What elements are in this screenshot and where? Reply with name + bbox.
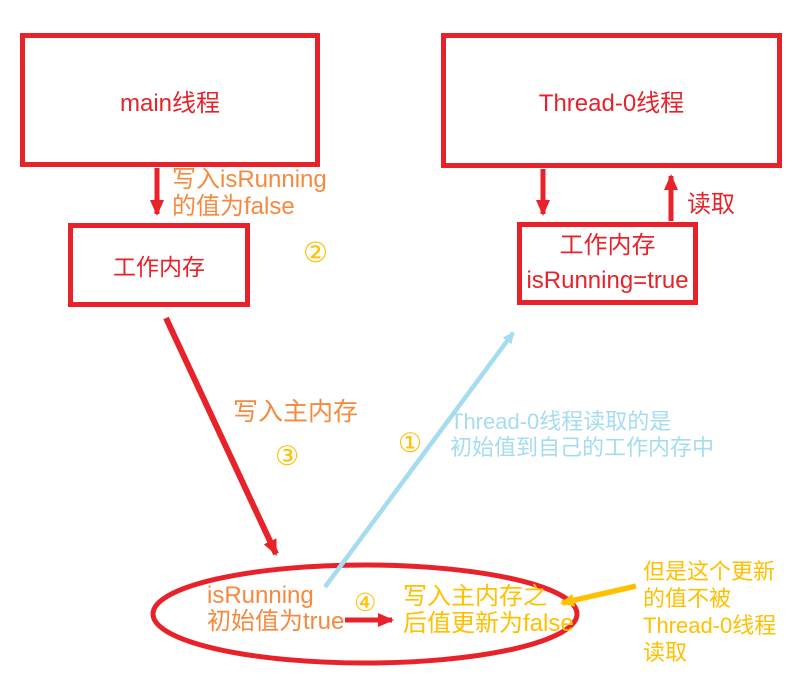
not-read-note-line2: 的值不被: [643, 586, 732, 611]
read-label: 读取: [687, 191, 735, 218]
main-working-memory-label: 工作内存: [113, 254, 205, 280]
write-main-memory-label: 写入主内存: [233, 398, 359, 426]
initial-value-line1: isRunning: [207, 582, 314, 609]
step4-badge: ④: [354, 589, 377, 617]
read-initial-note-line2: 初始值到自己的工作内存中: [450, 435, 715, 460]
initial-value-line2: 初始值为true: [207, 608, 345, 635]
write-isrunning-label: 写入isRunning 的值为false: [172, 166, 327, 220]
not-read-note-line3: Thread-0线程: [643, 613, 777, 638]
thread0-working-memory-box: 工作内存 isRunning=true: [517, 222, 698, 305]
read-initial-note-line1: Thread-0线程读取的是: [450, 409, 672, 434]
write-to-main-memory-arrow: [163, 316, 279, 556]
write-isrunning-line2: 的值为false: [172, 193, 295, 220]
write-isrunning-line1: 写入isRunning: [172, 166, 327, 193]
thread0-thread-box: Thread-0线程: [441, 33, 782, 168]
step3-badge: ③: [275, 441, 300, 471]
step1-badge: ①: [398, 428, 423, 458]
main-thread-box: main线程: [20, 33, 320, 167]
main-thread-label: main线程: [119, 89, 221, 117]
read-initial-note-label: Thread-0线程读取的是 初始值到自己的工作内存中: [450, 409, 714, 461]
not-read-note-line1: 但是这个更新: [643, 559, 776, 584]
thread0-working-memory-value: isRunning=true: [526, 266, 689, 294]
update-value-label: 写入主内存之 后值更新为false: [403, 583, 574, 637]
main-memory-ellipse: [150, 562, 580, 666]
thread0-thread-label: Thread-0线程: [538, 90, 685, 117]
main-working-memory-box: 工作内存: [68, 223, 250, 307]
not-read-note-arrow: [560, 583, 637, 607]
update-value-line2: 后值更新为false: [403, 610, 574, 637]
not-read-note-label: 但是这个更新 的值不被 Thread-0线程 读取: [643, 558, 776, 666]
update-value-line1: 写入主内存之: [403, 583, 547, 610]
step2-badge: ②: [303, 237, 329, 268]
not-read-note-line4: 读取: [643, 640, 688, 665]
initial-value-label: isRunning 初始值为true: [207, 583, 344, 635]
read-initial-value-arrow: [323, 331, 515, 589]
thread0-working-memory-label: 工作内存: [559, 232, 656, 260]
